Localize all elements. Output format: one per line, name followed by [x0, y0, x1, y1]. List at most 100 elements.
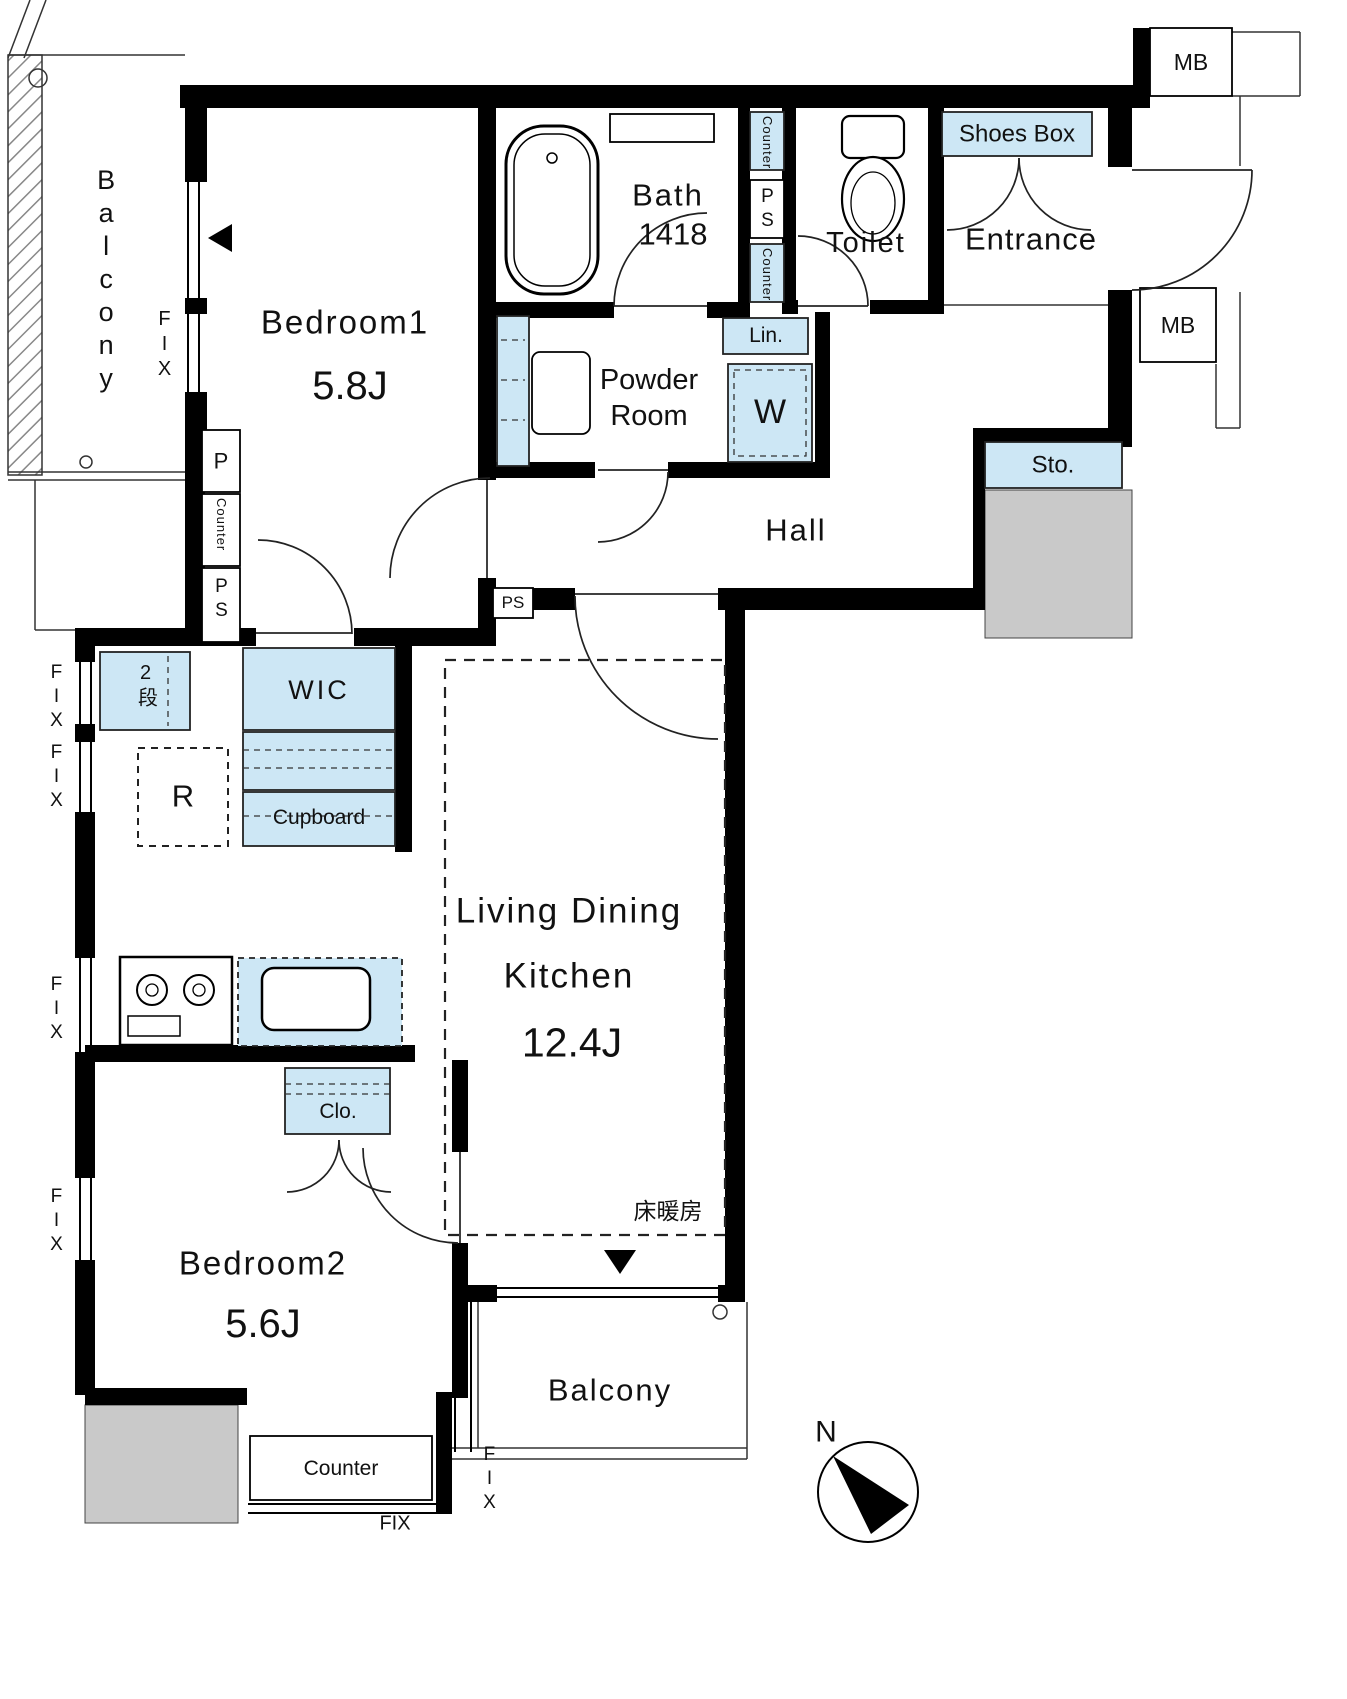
toilet-icon: [840, 114, 906, 243]
meter-box-right: [1139, 287, 1217, 363]
kitchen-sink-icon: [260, 966, 372, 1032]
pipe-p-box: [201, 429, 241, 493]
washbasin-icon: [531, 351, 591, 435]
bath-door-arc: [613, 212, 708, 307]
fridge-label: R: [171, 778, 195, 814]
hall-label: Hall: [765, 512, 827, 548]
shoes-box-door-arc: [1018, 157, 1092, 231]
fix-label-balcony-bottom: FIX: [478, 1444, 500, 1516]
closet-box: [284, 1067, 391, 1135]
ldk-size: 12.4J: [521, 1019, 623, 1066]
ldk-door-arc: [574, 595, 719, 740]
counter-top1-box: [749, 111, 785, 171]
balcony-top-structure: [7, 0, 185, 631]
meter-box-top: [1149, 27, 1233, 97]
bedroom1-door-arc: [389, 477, 491, 579]
closet-door-arc: [338, 1139, 392, 1193]
fix-label-3: FIX: [45, 974, 67, 1046]
meter-box-right-label: MB: [1160, 311, 1196, 338]
counter-label-top2: Counter: [759, 248, 775, 302]
shoes-box-label: Shoes Box: [958, 120, 1076, 148]
linen-label: Lin.: [749, 323, 783, 347]
wic-box: [242, 647, 396, 731]
bath-size: 1418: [638, 216, 708, 252]
compass-icon: [817, 1441, 919, 1543]
powder-door-arc: [597, 471, 669, 543]
balcony-top-label: Balcony: [91, 165, 122, 396]
fix-window-label-balcony: FIX: [153, 308, 176, 383]
entrance-label: Entrance: [964, 221, 1098, 257]
storage-box: [984, 441, 1123, 489]
window-marker-down-icon: [604, 1250, 636, 1274]
counter-bottom-box: [249, 1435, 433, 1501]
ps-hall-box: [492, 587, 534, 619]
counter-label-left: Counter: [213, 498, 229, 552]
storage-fixtures: [99, 111, 1123, 1135]
shoes-box-door-arc: [946, 157, 1020, 231]
bath-name: Bath: [632, 177, 704, 213]
washer-box: [727, 363, 813, 463]
closet-label: Clo.: [319, 1099, 357, 1123]
fix-label-2: FIX: [45, 742, 67, 814]
counter-bottom-label: Counter: [303, 1456, 379, 1480]
cupboard-box: [242, 791, 396, 847]
ps-label-hall: PS: [501, 593, 525, 613]
two-tier-shelf: [99, 651, 191, 731]
pipe-p-label: P: [213, 448, 229, 474]
pipe-icon: [28, 68, 48, 88]
bathtub-icon: [504, 124, 600, 296]
fix-label-1: FIX: [45, 662, 67, 734]
two-tier-label: 2段: [134, 662, 157, 710]
meter-box-top-label: MB: [1173, 48, 1209, 75]
floor-heating-label: 床暖房: [633, 1197, 703, 1224]
toilet-door-arc: [797, 235, 869, 307]
fix-label-bottom: FIX: [379, 1512, 411, 1535]
stove-icon: [118, 955, 234, 1047]
ldk-area-outline: [443, 658, 727, 1237]
drain-icon: [79, 455, 93, 469]
ldk-label-line2: Kitchen: [503, 956, 635, 996]
counter-label-top1: Counter: [759, 116, 775, 170]
utility-boxes: [201, 27, 1233, 1501]
wic-door-arc: [257, 539, 353, 635]
walls: [75, 28, 1150, 1514]
ldk-label-line1: Living Dining: [455, 891, 683, 931]
storage-label: Sto.: [1031, 451, 1075, 479]
fridge-outline: [137, 747, 229, 847]
bedroom2-size: 5.6J: [225, 1302, 301, 1346]
balcony-bottom-structure: [442, 1302, 748, 1460]
door-openings: [256, 305, 868, 1243]
powder-room-line2: Room: [610, 399, 688, 432]
fixture-detail-dashes: [167, 339, 807, 1095]
wic-label: WIC: [288, 674, 350, 705]
entrance-door-arc: [1131, 169, 1253, 291]
balcony-bottom-label: Balcony: [547, 1372, 673, 1408]
direction-markers: [208, 224, 636, 1274]
structural-gray-blocks: [84, 489, 1133, 1524]
shoes-box: [941, 111, 1093, 157]
cupboard-label: Cupboard: [272, 805, 366, 829]
window-marker-left-icon: [208, 224, 232, 252]
north-label: N: [815, 1415, 837, 1449]
toilet-label: Toilet: [826, 226, 906, 259]
washer-label: W: [753, 393, 787, 432]
ps-top-box: [749, 179, 785, 239]
bedroom2-door-arc: [362, 1147, 459, 1244]
ps-left-box: [201, 567, 241, 643]
ps-label-top: PS: [756, 186, 778, 234]
thin-outline-lines: [944, 31, 1301, 429]
powder-room-line1: Powder: [599, 363, 699, 396]
bath-counter: [609, 113, 715, 143]
fix-label-4: FIX: [45, 1186, 67, 1258]
closet-door-arc: [286, 1139, 340, 1193]
drain-icon: [712, 1304, 728, 1320]
counter-left-box: [201, 493, 241, 567]
counter-top2-box: [749, 243, 785, 303]
bedroom2-name: Bedroom2: [178, 1244, 348, 1282]
bedroom1-size: 5.8J: [312, 364, 388, 408]
vanity-strip: [496, 315, 530, 467]
wic-shelf: [242, 731, 396, 791]
bedroom1-name: Bedroom1: [260, 303, 430, 341]
